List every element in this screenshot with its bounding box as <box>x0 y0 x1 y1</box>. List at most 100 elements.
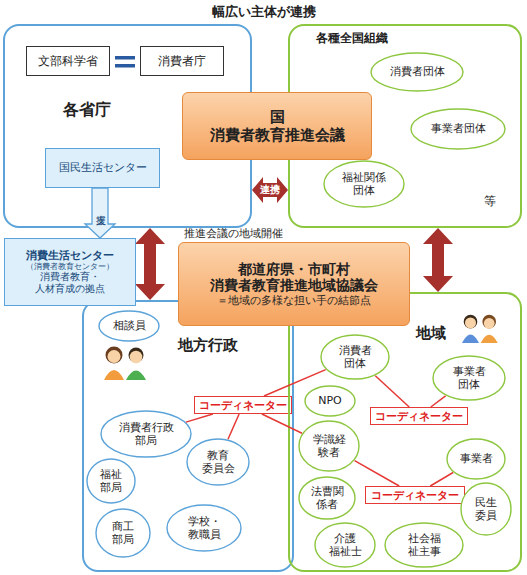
link-arrow <box>252 177 288 203</box>
actor-oval: 学識経 験者 <box>298 420 360 472</box>
node-label: 民生 委員 <box>474 496 497 522</box>
oval-shape <box>411 109 505 149</box>
actor-oval: 教育 委員会 <box>186 438 250 486</box>
diagram-title: 幅広い主体が連携 <box>0 3 527 21</box>
note-label: 等 <box>484 194 496 208</box>
actor-oval: 相談員 <box>98 310 160 342</box>
node-label: 学校・ 教職員 <box>187 515 221 541</box>
actor-oval: 事業者 <box>446 438 506 480</box>
node-label: 都道府県・市町村 <box>238 261 350 278</box>
node-label: 事業者 <box>460 452 493 465</box>
coordinator-link <box>430 473 453 487</box>
oval-shape <box>305 386 355 416</box>
local-government-group: 地方行政 相談員コーディネーター消費者行政 部局教育 委員会福祉 部局商工 部局 学… <box>82 300 294 572</box>
actor-oval: 学校・ 教職員 <box>166 504 242 552</box>
people-illustration <box>462 315 498 343</box>
coordinator-link <box>186 414 213 422</box>
actor-oval: 商工 部局 <box>95 508 151 558</box>
link-arrow <box>135 228 165 300</box>
actor-oval: 消費者 団体 <box>320 334 390 380</box>
coordinator-box: コーディネーター <box>194 396 292 414</box>
node-label: 事業者 団体 <box>452 365 486 391</box>
node-label: 消費者団体 <box>390 65 445 78</box>
oval-shape <box>101 411 191 457</box>
support-arrow <box>85 188 115 238</box>
council-box: 国消費者教育推進会議 <box>182 92 372 160</box>
oval-shape <box>385 523 463 567</box>
coordinator-link <box>264 370 326 396</box>
node-label: 消費者 団体 <box>338 344 372 370</box>
actor-oval: NPO <box>304 385 356 417</box>
center-box: 国民生活センター <box>45 148 160 188</box>
actor-oval: 事業者 団体 <box>432 355 506 401</box>
oval-shape <box>433 356 505 400</box>
node-label: 消費者教育推進地域協議会 <box>210 277 378 294</box>
node-label: 教育 委員会 <box>201 449 235 475</box>
node-label: 福祉 部局 <box>99 468 122 494</box>
actor-oval: 民生 委員 <box>460 482 512 536</box>
coordinator-link <box>228 414 239 439</box>
actor-oval: 社会福 祉主事 <box>384 522 464 568</box>
node-label: 社会福 祉主事 <box>407 532 441 558</box>
organization-oval: 消費者団体 <box>370 52 464 92</box>
node-label: 相談員 <box>113 319 146 332</box>
oval-shape <box>324 161 404 207</box>
node-label: 消費者教育推進会議 <box>210 126 345 144</box>
actor-oval: 消費者行政 部局 <box>100 410 192 458</box>
oval-shape <box>96 509 150 557</box>
node-label: 介護 福祉士 <box>328 532 362 558</box>
coordinator-box: コーディネーター <box>365 486 465 504</box>
node-label: 事業者団体 <box>431 122 486 135</box>
node-label: 国民生活センター <box>59 161 147 174</box>
group-heading: 各省庁 <box>63 100 111 119</box>
organization-oval: 福祉関係 団体 <box>323 160 405 208</box>
organization-oval: 事業者団体 <box>410 108 506 150</box>
coordinator-link <box>355 461 400 486</box>
node-label: （消費者教育センター） <box>26 262 114 272</box>
support-center-box: 消費生活センター（消費者教育センター）消費者教育・ 人材育成の拠点 <box>4 238 136 306</box>
node-label: 消費者行政 部局 <box>118 421 174 447</box>
community-group: 地域消費者 団体事業者 団体NPOコーディネーター学識経 験者事業者コーディネー… <box>288 292 522 572</box>
node-label: 消費者庁 <box>158 54 206 68</box>
oval-shape <box>299 477 355 519</box>
edge-label: 推進会議の地域開催 <box>184 227 283 240</box>
oval-shape <box>87 459 135 503</box>
group-heading: 地域 <box>416 324 446 342</box>
actor-oval: 法曹関 係者 <box>298 476 356 520</box>
edge-label: 連携 <box>258 183 282 197</box>
oval-shape <box>315 523 375 567</box>
regional-council-box: 都道府県・市町村消費者教育推進地域協議会＝地域の多様な担い手の結節点 <box>178 242 410 326</box>
group-heading: 地方行政 <box>178 336 238 354</box>
node-label: 法曹関 係者 <box>310 485 344 511</box>
actor-oval: 介護 福祉士 <box>314 522 376 568</box>
equals-sign <box>115 56 135 68</box>
oval-shape <box>187 439 249 485</box>
node-label: NPO <box>318 394 342 407</box>
oval-shape <box>167 505 241 551</box>
oval-shape <box>371 53 463 91</box>
node-label: 消費生活センター <box>26 249 114 262</box>
coordinator-link <box>431 396 446 407</box>
link-arrow <box>423 228 453 292</box>
coordinator-link <box>262 414 302 433</box>
node-label: 学識経 験者 <box>312 433 346 459</box>
node-label: ＝地域の多様な担い手の結節点 <box>217 294 371 307</box>
oval-shape <box>321 335 389 379</box>
node-label: 商工 部局 <box>111 520 134 546</box>
node-label: コーディネーター <box>375 410 463 423</box>
agency-box: 消費者庁 <box>140 46 224 76</box>
group-heading: 各種全国組織 <box>316 31 388 45</box>
oval-shape <box>447 439 505 479</box>
actor-oval: 福祉 部局 <box>86 458 136 504</box>
coordinator-link <box>375 376 409 407</box>
oval-shape <box>299 421 359 471</box>
people-illustration <box>104 347 146 381</box>
ministry-box: 文部科学省 <box>26 46 110 76</box>
node-label: 福祉関係 団体 <box>341 171 386 197</box>
node-label: コーディネーター <box>199 399 287 412</box>
node-label: コーディネーター <box>371 489 459 502</box>
node-label: 国 <box>270 108 285 126</box>
oval-shape <box>99 311 159 341</box>
node-label: 文部科学省 <box>38 54 98 68</box>
